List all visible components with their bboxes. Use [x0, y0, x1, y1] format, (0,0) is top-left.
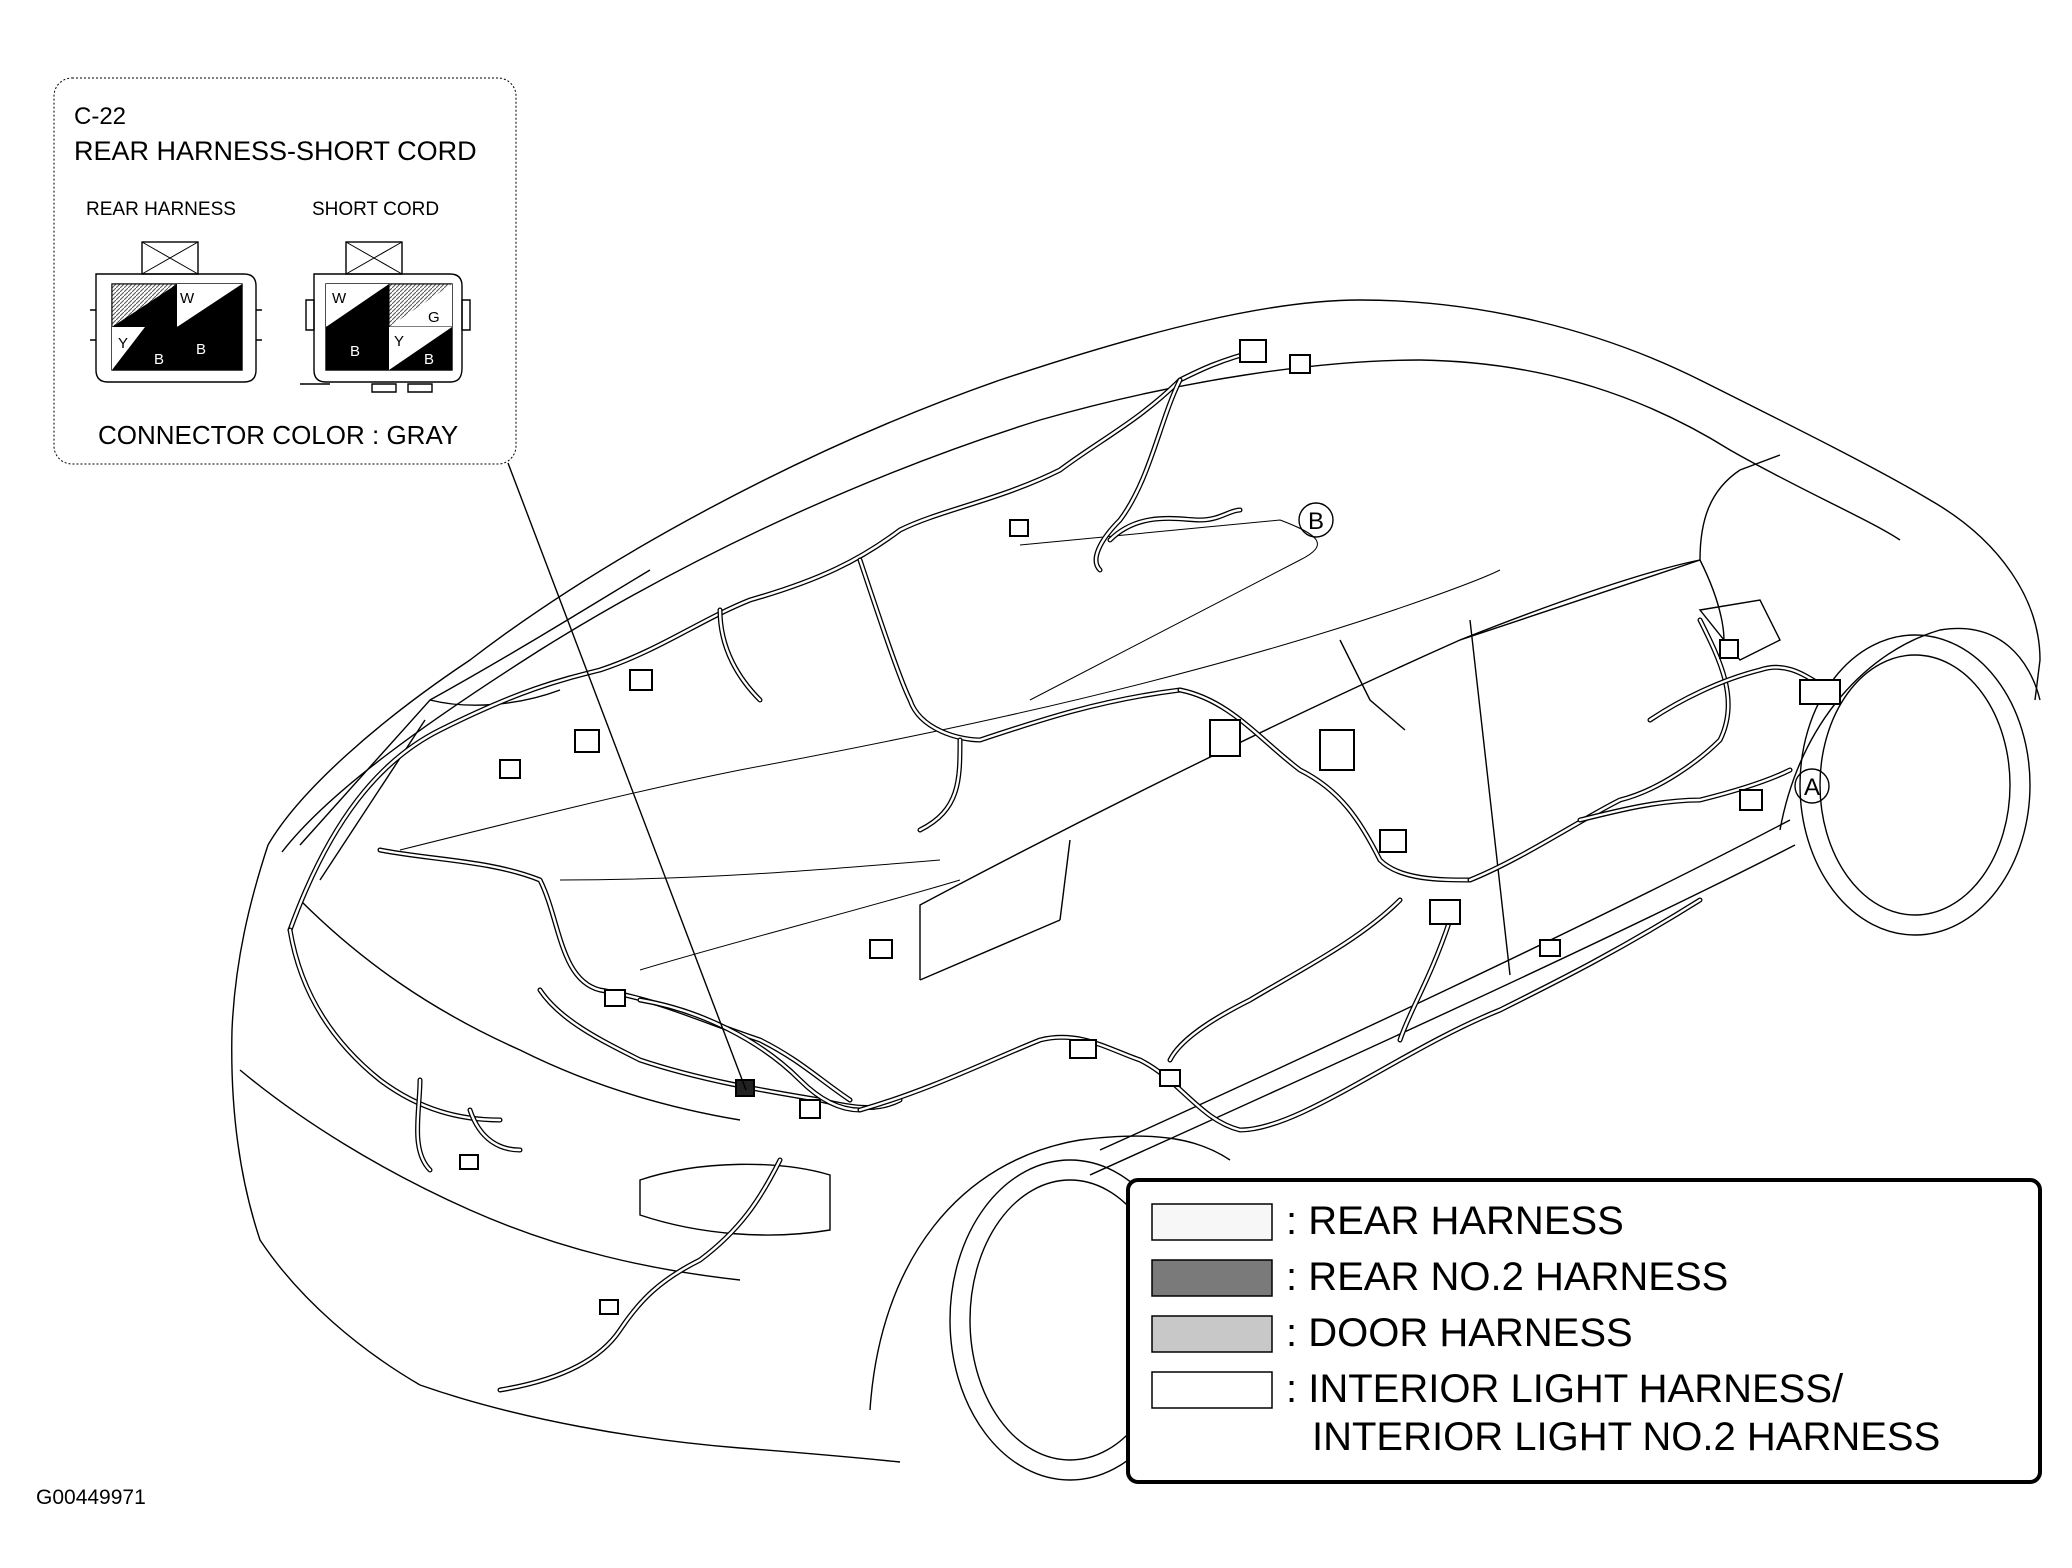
right-pin-g: G [428, 309, 440, 326]
legend-item-door-harness: : DOOR HARNESS [1151, 1311, 1633, 1355]
legend-label: : INTERIOR LIGHT HARNESS/ [1286, 1367, 1844, 1411]
left-pin-w: W [180, 290, 195, 307]
legend-item-rear-no2-harness: : REAR NO.2 HARNESS [1151, 1255, 1728, 1299]
legend-swatch [1151, 1203, 1273, 1241]
legend-label: : DOOR HARNESS [1286, 1311, 1633, 1355]
connector-title: REAR HARNESS-SHORT CORD [74, 136, 477, 166]
legend-item-rear-harness: : REAR HARNESS [1151, 1199, 1624, 1243]
legend-swatch [1151, 1259, 1273, 1297]
short-cord-label: SHORT CORD [312, 199, 439, 220]
legend-item-interior-light-harness: : INTERIOR LIGHT HARNESS/ INTERIOR LIGHT… [1151, 1367, 1940, 1459]
rear-harness-connector: W G Y B B [90, 241, 262, 383]
left-pin-b2: B [196, 341, 206, 358]
connector-color-note: CONNECTOR COLOR : GRAY [98, 420, 458, 450]
harness-wiring [287, 347, 1833, 1393]
legend-label: : REAR NO.2 HARNESS [1286, 1255, 1728, 1299]
marker-a-label: A [1804, 774, 1820, 801]
marker-b-label: B [1308, 508, 1324, 535]
harness-connectors [459, 339, 1841, 1315]
legend-label-continuation: INTERIOR LIGHT NO.2 HARNESS [1312, 1415, 1940, 1459]
right-pin-w: W [332, 290, 347, 307]
connector-code: C-22 [74, 103, 126, 130]
legend-label: : REAR HARNESS [1286, 1199, 1624, 1243]
connector-callout: C-22 REAR HARNESS-SHORT CORD REAR HARNES… [53, 77, 747, 1091]
right-pin-b2: B [424, 351, 434, 368]
legend-box: : REAR HARNESS : REAR NO.2 HARNESS : DOO… [1126, 1178, 2042, 1484]
marker-b: B [1298, 502, 1334, 538]
legend-swatch [1151, 1315, 1273, 1353]
left-pin-y: Y [118, 335, 128, 352]
rear-harness-label: REAR HARNESS [86, 199, 236, 220]
callout-leader-line [507, 462, 747, 1091]
left-pin-g: G [154, 309, 166, 326]
legend-swatch [1151, 1371, 1273, 1409]
short-cord-connector: W G B Y B [300, 241, 471, 393]
marker-a: A [1794, 768, 1830, 804]
right-pin-b1: B [350, 343, 360, 360]
left-pin-b1: B [154, 351, 164, 368]
figure-id: G00449971 [36, 1486, 146, 1509]
right-pin-y: Y [394, 333, 404, 350]
